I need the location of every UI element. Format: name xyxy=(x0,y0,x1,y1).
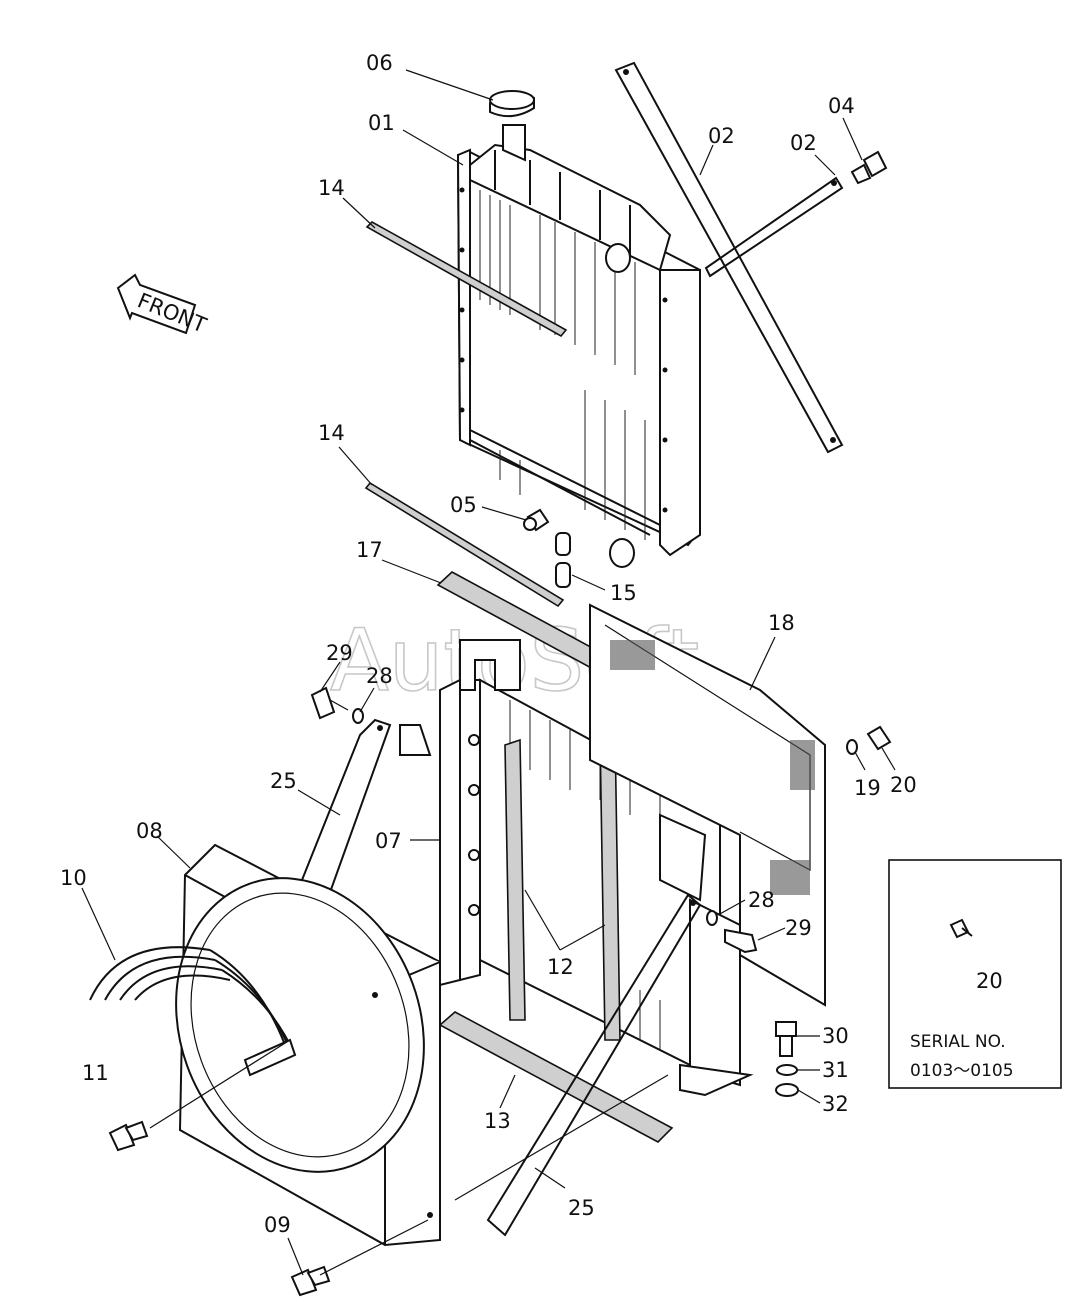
label-09: 09 xyxy=(264,1213,291,1237)
label-18: 18 xyxy=(768,611,795,635)
oil-cooler-frame xyxy=(399,639,754,1097)
serial-label: SERIAL NO. xyxy=(910,1032,1006,1052)
label-28-right: 28 xyxy=(748,888,775,912)
label-29-left: 29 xyxy=(326,641,353,665)
label-11: 11 xyxy=(82,1061,109,1085)
screen-panel xyxy=(589,603,826,1007)
leader-lines xyxy=(81,69,976,1276)
label-06: 06 xyxy=(366,51,393,75)
label-14-upper: 14 xyxy=(318,176,345,200)
serial-inset-box: 20 SERIAL NO. 0103～0105 xyxy=(888,859,1062,1089)
bolt-09 xyxy=(290,1265,331,1297)
inset-part-label: 20 xyxy=(976,969,1003,993)
label-30: 30 xyxy=(822,1024,849,1048)
label-31: 31 xyxy=(822,1058,849,1082)
part-labels: 06 01 02 02 04 14 14 05 17 15 18 29 28 1… xyxy=(60,51,917,1237)
label-05: 05 xyxy=(450,493,477,517)
fan-shroud xyxy=(175,843,441,1247)
label-28-left: 28 xyxy=(366,664,393,688)
washer-31 xyxy=(776,1064,798,1076)
drain-cock xyxy=(523,508,550,532)
label-12: 12 xyxy=(547,955,574,979)
bolt-20 xyxy=(846,725,892,755)
front-arrow-icon: FRONT xyxy=(116,273,210,338)
washer-32 xyxy=(775,1083,799,1097)
label-15: 15 xyxy=(610,581,637,605)
label-01: 01 xyxy=(368,111,395,135)
fan-guard xyxy=(89,946,297,1077)
seal-strip-lower xyxy=(364,481,565,608)
bolt-29-left xyxy=(310,686,364,724)
serial-range: 0103～0105 xyxy=(910,1061,1014,1081)
label-02-long: 02 xyxy=(708,124,735,148)
bolt-30 xyxy=(775,1021,797,1057)
label-25-upper: 25 xyxy=(270,769,297,793)
label-08: 08 xyxy=(136,819,163,843)
bolt-04 xyxy=(850,150,888,185)
label-32: 32 xyxy=(822,1092,849,1116)
bolt-11 xyxy=(108,1120,149,1152)
wing-bolt-icon xyxy=(949,918,973,939)
stay-rod-long xyxy=(614,61,844,454)
label-19: 19 xyxy=(854,776,881,800)
label-17: 17 xyxy=(356,538,383,562)
hose-pieces xyxy=(555,532,571,588)
bolt-29-right xyxy=(706,910,758,954)
radiator-core xyxy=(456,124,701,568)
stay-25-lower xyxy=(486,893,702,1237)
label-04: 04 xyxy=(828,94,855,118)
label-14-lower: 14 xyxy=(318,421,345,445)
foam-strip-12a xyxy=(504,738,526,1021)
label-02-short: 02 xyxy=(790,131,817,155)
label-20: 20 xyxy=(890,773,917,797)
foam-block-13 xyxy=(438,1011,674,1143)
radiator-cap xyxy=(489,90,535,118)
stay-rod-short xyxy=(704,176,844,278)
label-10: 10 xyxy=(60,866,87,890)
label-07: 07 xyxy=(375,829,402,853)
label-13: 13 xyxy=(484,1109,511,1133)
label-25-lower: 25 xyxy=(568,1196,595,1220)
label-29-right: 29 xyxy=(785,916,812,940)
